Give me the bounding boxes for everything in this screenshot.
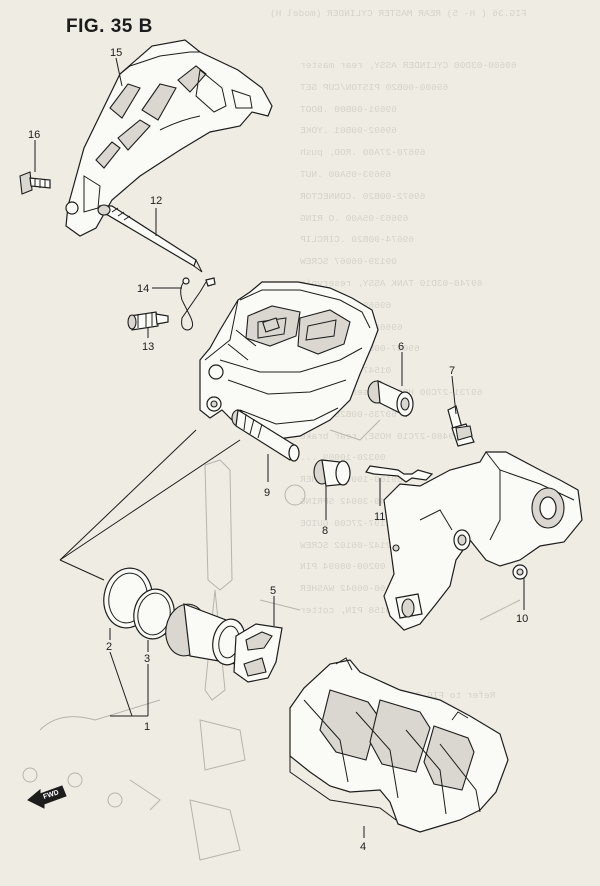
callout-9: 9 [264,487,270,499]
part-7-pin-bolt [447,405,475,447]
part-14-clip [180,277,216,331]
part-12-pin [97,204,203,273]
part-4-brake-pads [289,657,509,833]
callout-4: 4 [360,841,366,853]
callout-15: 15 [110,47,122,59]
part-5-shim [233,623,283,683]
callout-labels: 15 16 12 14 13 6 7 9 8 11 10 5 2 3 1 4 [28,47,528,853]
callout-7: 7 [449,365,455,377]
callout-8: 8 [322,525,328,537]
callout-3: 3 [144,653,150,665]
leader-lines [34,57,525,838]
callout-13: 13 [142,341,154,353]
callout-2: 2 [106,641,112,653]
ghost-background-drawing [22,419,521,861]
callout-12: 12 [150,195,162,207]
part-16-bolt [19,171,51,195]
part-9-sleeve [231,408,300,462]
callout-10: 10 [516,613,528,625]
part-13-bleeder [127,311,169,331]
part-6-boot [367,380,414,418]
callout-11: 11 [374,511,385,523]
callout-16: 16 [28,129,40,141]
caliper-body [199,281,379,441]
part-10-bracket [383,451,583,631]
callout-14: 14 [137,283,149,295]
figure-title: FIG. 35 B [66,16,153,37]
callout-5: 5 [270,585,276,597]
fwd-label: FWD [42,789,59,801]
part-8-boot [313,459,351,487]
part-15-bracket [65,39,273,237]
callout-1: 1 [144,721,150,733]
part-11-spring [365,465,434,483]
fwd-arrow-icon: FWD [27,785,67,809]
callout-6: 6 [398,341,404,353]
